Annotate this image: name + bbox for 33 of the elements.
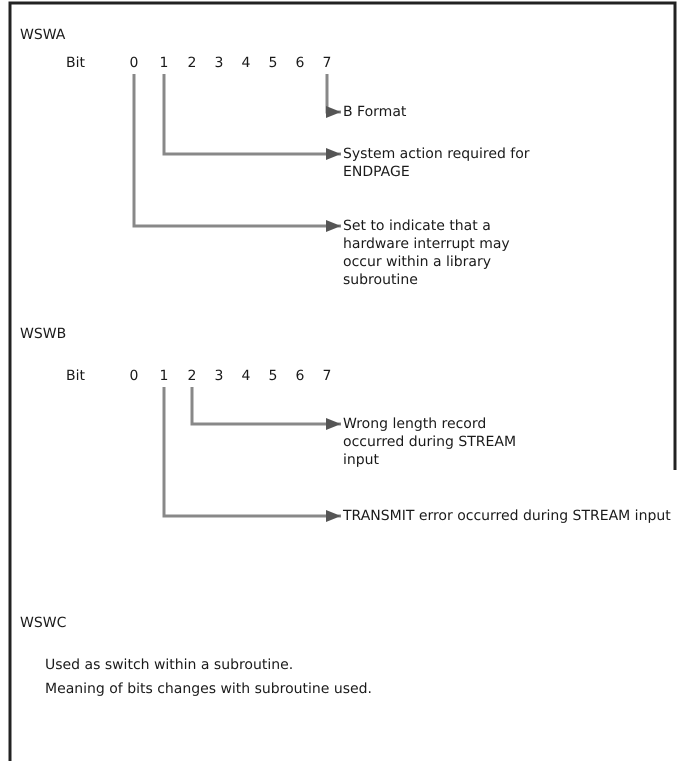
description-text: Set to indicate that a hardware interrupt may occur within a library subroutine	[343, 217, 533, 289]
arrow	[132, 74, 341, 232]
description-text: System action required for ENDPAGE	[343, 145, 543, 181]
bit-number: 2	[186, 54, 198, 72]
arrow	[162, 74, 341, 160]
bit-number: 0	[128, 367, 140, 385]
heading: WSWC	[20, 614, 66, 632]
bit-number: 4	[240, 367, 252, 385]
axis-label: Bit	[66, 367, 85, 385]
bit-number: 1	[158, 367, 170, 385]
arrow	[326, 74, 341, 118]
description-text: Wrong length record occurred during STREAM input	[343, 415, 543, 469]
bit-number: 7	[321, 54, 333, 72]
bit-number: 1	[158, 54, 170, 72]
heading: WSWB	[20, 325, 66, 343]
note-text: Used as switch within a subroutine.	[45, 656, 294, 674]
bit-number: 2	[186, 367, 198, 385]
arrow	[162, 387, 341, 522]
bit-number: 3	[214, 54, 224, 72]
bit-number: 7	[322, 367, 332, 385]
axis-label: Bit	[66, 54, 85, 72]
bit-number: 6	[294, 54, 306, 72]
arrow	[190, 387, 341, 430]
bit-number: 5	[268, 54, 278, 72]
heading: WSWA	[20, 26, 66, 44]
bit-number: 5	[268, 367, 278, 385]
bit-number: 3	[214, 367, 224, 385]
description-text: TRANSMIT error occurred during STREAM input	[343, 507, 673, 525]
bit-number: 0	[128, 54, 140, 72]
description-text: B Format	[343, 103, 543, 121]
note-text: Meaning of bits changes with subroutine used.	[45, 680, 372, 698]
bit-number: 4	[240, 54, 252, 72]
bit-number: 6	[294, 367, 306, 385]
